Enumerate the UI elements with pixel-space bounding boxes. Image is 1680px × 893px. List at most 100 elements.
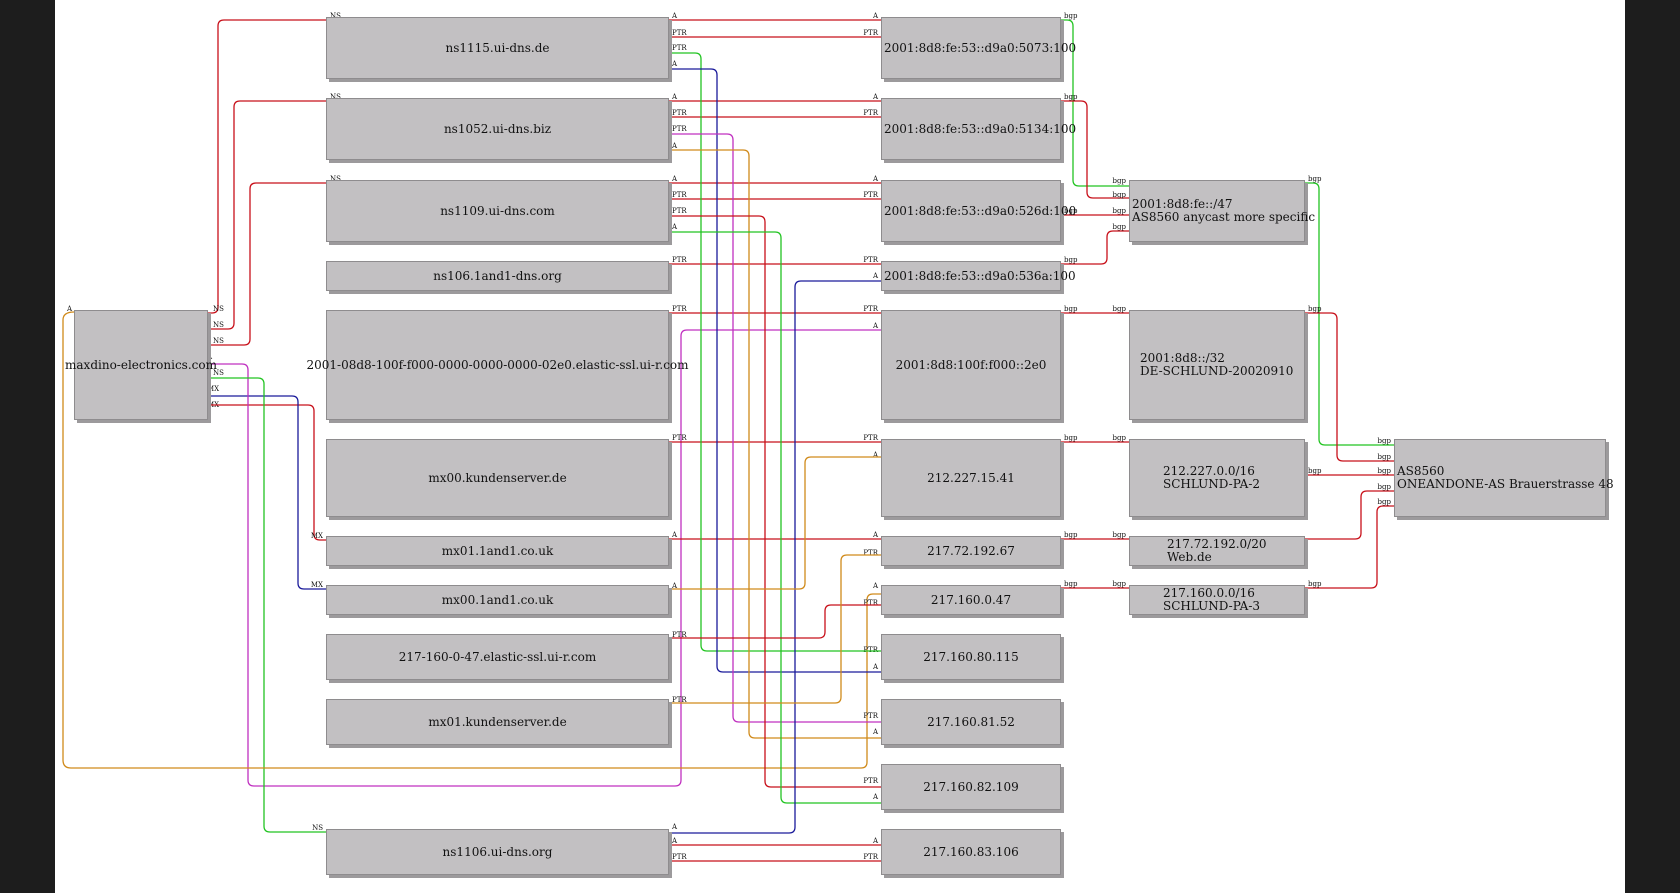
port-label-bgp: bgp (1113, 207, 1127, 215)
port-label-mx: MX (311, 532, 323, 540)
node-ip-217-160-81-52[interactable]: 217.160.81.52 (881, 699, 1061, 745)
port-label-bgp: bgp (1308, 305, 1322, 313)
port-label-bgp: bgp (1064, 12, 1078, 20)
node-label-ip5134: 2001:8d8:fe:53::d9a0:5134:100 (884, 121, 1077, 136)
node-elastic-ssl-ipv6-host[interactable]: 2001-08d8-100f-f000-0000-0000-0000-02e0.… (306, 310, 689, 420)
node-label-ip047: 217.160.0.47 (930, 592, 1012, 607)
node-label-ip526d: 2001:8d8:fe:53::d9a0:526d:100 (884, 203, 1077, 218)
port-label-bgp: bgp (1113, 191, 1127, 199)
node-ns1106-ui-dns-org[interactable]: ns1106.ui-dns.org (326, 829, 669, 875)
port-label-a: A (671, 582, 678, 590)
node-label-mx01uk: mx01.1and1.co.uk (441, 543, 554, 558)
edge-28 (669, 456, 881, 590)
edge-42 (1305, 490, 1394, 540)
port-label-ns: NS (312, 824, 323, 832)
node-label-pre21216-line2: SCHLUND-PA-2 (1163, 477, 1261, 491)
port-label-ptr: PTR (863, 434, 878, 442)
port-label-a: A (872, 175, 879, 183)
edge-8 (62, 311, 881, 769)
port-label-ns: NS (330, 12, 341, 20)
port-label-bgp: bgp (1113, 305, 1127, 313)
port-label-mx: MX (311, 581, 323, 589)
port-label-ptr: PTR (863, 777, 878, 785)
port-label-ptr: PTR (672, 109, 687, 117)
node-ip-212-227-15-41[interactable]: 212.227.15.41 (881, 439, 1061, 517)
node-label-mx01ks: mx01.kundenserver.de (428, 714, 567, 729)
node-ns1115-ui-dns-de[interactable]: ns1115.ui-dns.de (326, 17, 669, 79)
edge-7 (208, 377, 326, 833)
edge-6 (208, 329, 881, 787)
node-label-pre47-line2: AS8560 anycast more specific (1132, 210, 1316, 224)
port-label-bgp: bgp (1378, 453, 1392, 461)
node-ns106-1and1-dns-org[interactable]: ns106.1and1-dns.org (326, 261, 669, 291)
port-label-mx: MX (207, 385, 219, 393)
port-label-bgp: bgp (1064, 256, 1078, 264)
node-label-as8560-line1: AS8560 (1397, 464, 1445, 478)
node-ip-d9a0-526d[interactable]: 2001:8d8:fe:53::d9a0:526d:100 (881, 180, 1076, 242)
port-label-ptr: PTR (863, 109, 878, 117)
port-label-ns: NS (213, 305, 224, 313)
port-label-ptr: PTR (863, 646, 878, 654)
node-label-mx00ks: mx00.kundenserver.de (428, 470, 567, 485)
node-label-ns1115: ns1115.ui-dns.de (445, 40, 550, 55)
node-217-160-0-47-elastic-ssl[interactable]: 217-160-0-47.elastic-ssl.ui-r.com (326, 634, 669, 680)
port-label-ptr: PTR (863, 29, 878, 37)
node-ip-100f-f000-2e0[interactable]: 2001:8d8:100f:f000::2e0 (881, 310, 1061, 420)
port-label-ptr: PTR (672, 853, 687, 861)
node-mx00-1and1-co-uk[interactable]: mx00.1and1.co.uk (326, 585, 669, 615)
node-label-ip80115: 217.160.80.115 (923, 649, 1019, 664)
port-label-a: A (872, 93, 879, 101)
node-ip-d9a0-536a[interactable]: 2001:8d8:fe:53::d9a0:536a:100 (881, 261, 1076, 291)
node-ip-d9a0-5073[interactable]: 2001:8d8:fe:53::d9a0:5073:100 (881, 17, 1076, 79)
port-label-bgp: bgp (1378, 467, 1392, 475)
node-label-pre32-line1: 2001:8d8::/32 (1140, 351, 1225, 365)
port-label-a: A (872, 663, 879, 671)
node-label-pre21716-line1: 217.160.0.0/16 (1163, 586, 1255, 600)
node-mx01-kundenserver-de[interactable]: mx01.kundenserver.de (326, 699, 669, 745)
port-label-ptr: PTR (672, 256, 687, 264)
node-label-elastic6: 2001-08d8-100f-f000-0000-0000-0000-02e0.… (306, 357, 689, 372)
port-label-ptr: PTR (672, 631, 687, 639)
port-label-bgp: bgp (1378, 498, 1392, 506)
node-ip-217-160-82-109[interactable]: 217.160.82.109 (881, 764, 1061, 810)
node-label-ip19267: 217.72.192.67 (927, 543, 1015, 558)
node-label-pre21720-line2: Web.de (1167, 550, 1212, 564)
port-label-bgp: bgp (1113, 434, 1127, 442)
node-ip-217-160-0-47[interactable]: 217.160.0.47 (881, 585, 1061, 615)
edge-32 (1061, 100, 1129, 199)
edge-29 (669, 604, 881, 639)
port-label-ns: NS (213, 321, 224, 329)
node-ip-217-160-83-106[interactable]: 217.160.83.106 (881, 829, 1061, 875)
edge-25 (669, 215, 881, 788)
edge-27 (669, 280, 881, 834)
port-label-bgp: bgp (1064, 93, 1078, 101)
node-mx00-kundenserver-de[interactable]: mx00.kundenserver.de (326, 439, 669, 517)
port-label-a: A (872, 582, 879, 590)
node-ip-217-72-192-67[interactable]: 217.72.192.67 (881, 536, 1061, 566)
node-maxdino-electronics[interactable]: maxdino-electronics.com (65, 310, 217, 420)
node-ns1052-ui-dns-biz[interactable]: ns1052.ui-dns.biz (326, 98, 669, 160)
node-mx01-1and1-co-uk[interactable]: mx01.1and1.co.uk (326, 536, 669, 566)
node-label-pre21716-line2: SCHLUND-PA-3 (1163, 599, 1261, 613)
port-label-bgp: bgp (1064, 207, 1078, 215)
node-ip-217-160-80-115[interactable]: 217.160.80.115 (881, 634, 1061, 680)
port-label-a: A (671, 93, 678, 101)
edge-26 (669, 231, 881, 804)
node-ns1109-ui-dns-com[interactable]: ns1109.ui-dns.com (326, 180, 669, 242)
edge-24 (669, 149, 881, 739)
port-label-ns: NS (213, 369, 224, 377)
node-label-ns1106: ns1106.ui-dns.org (442, 844, 553, 859)
node-label-el217: 217-160-0-47.elastic-ssl.ui-r.com (398, 649, 597, 664)
node-label-ip5073: 2001:8d8:fe:53::d9a0:5073:100 (884, 40, 1077, 55)
node-label-pre21720-line1: 217.72.192.0/20 (1167, 537, 1267, 551)
port-label-ptr: PTR (672, 125, 687, 133)
node-ip-d9a0-5134[interactable]: 2001:8d8:fe:53::d9a0:5134:100 (881, 98, 1076, 160)
